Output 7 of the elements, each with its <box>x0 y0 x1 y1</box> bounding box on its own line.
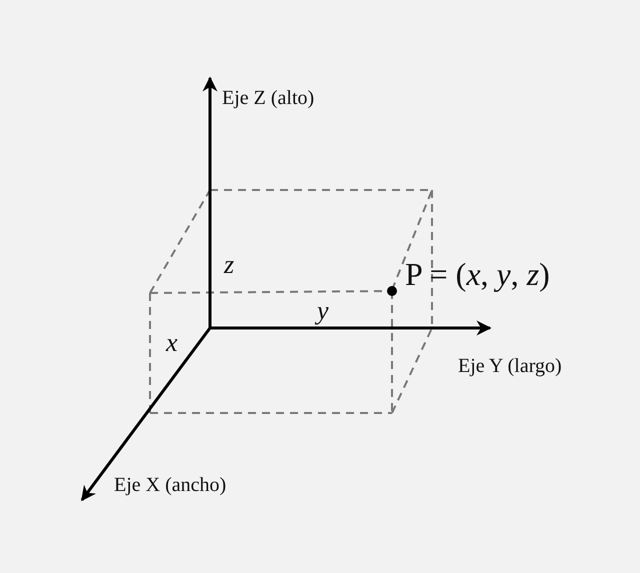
axis-label: Eje X (ancho) <box>114 475 226 495</box>
axis-label: Eje Y (largo) <box>458 356 562 376</box>
coordinate-label: z <box>224 252 234 278</box>
coordinate-label: x <box>166 330 178 356</box>
axis-label: Eje Z (alto) <box>222 88 314 108</box>
point-label: P = (x, y, z) <box>405 258 550 290</box>
coordinate-label: y <box>317 298 329 324</box>
